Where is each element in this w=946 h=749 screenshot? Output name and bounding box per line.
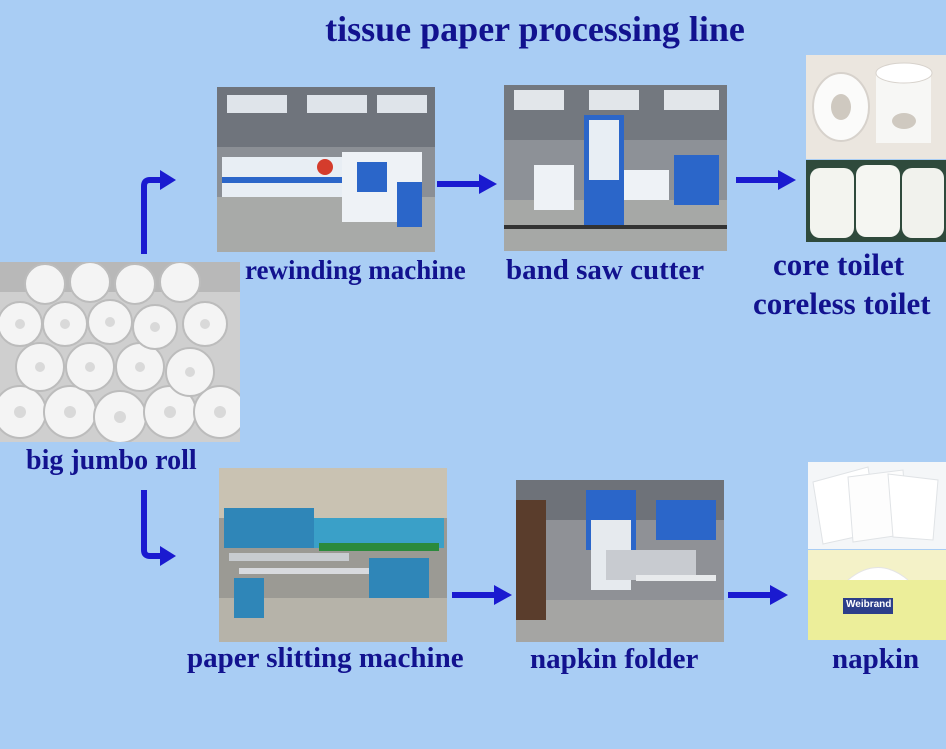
napkin-folder-photo: [516, 480, 724, 642]
slitting-machine-photo: [219, 468, 447, 642]
core-toilet-photo: [806, 55, 946, 159]
arrow-to-napkin-folder: [452, 585, 512, 605]
arrow-to-rewinding: [141, 170, 176, 254]
napkin-folder-label: napkin folder: [530, 643, 699, 675]
napkin-label: napkin: [832, 643, 920, 675]
arrow-to-toilet-rolls: [736, 170, 796, 190]
arrow-to-napkin: [728, 585, 788, 605]
band-saw-photo: [504, 85, 727, 251]
rewinding-machine-label: rewinding machine: [245, 255, 466, 285]
jumbo-roll-label: big jumbo roll: [26, 445, 197, 476]
diagram-title: tissue paper processing line: [325, 9, 745, 49]
slitting-machine-label: paper slitting machine: [187, 642, 464, 674]
jumbo-roll-photo: [0, 262, 240, 442]
tissue-box-photo: Weibrand: [808, 550, 946, 640]
napkin-photo: [808, 462, 946, 549]
core-toilet-label: core toilet: [773, 247, 905, 282]
coreless-toilet-photo: [806, 160, 946, 242]
arrow-to-slitting: [141, 490, 176, 566]
arrow-to-band-saw: [437, 174, 497, 194]
tissue-box-brand: Weibrand: [846, 599, 892, 610]
rewinding-machine-photo: [217, 87, 435, 252]
coreless-toilet-label: coreless toilet: [753, 286, 931, 321]
band-saw-label: band saw cutter: [506, 254, 705, 286]
